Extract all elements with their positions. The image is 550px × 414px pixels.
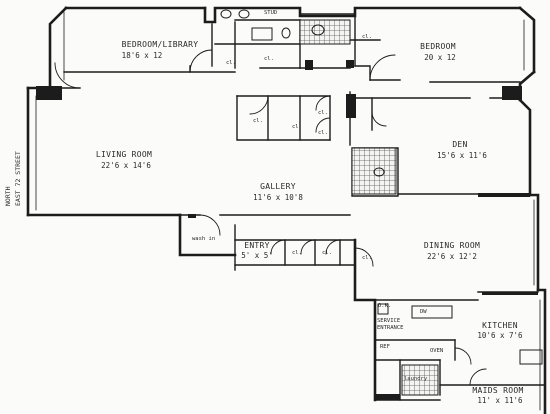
room-label-bedroom-library: BEDROOM/LIBRARY (121, 40, 199, 49)
structural-columns (36, 60, 538, 400)
label-ref: REF (380, 344, 390, 350)
closet-label-1: cl. (226, 60, 236, 66)
bath-tile (299, 19, 351, 45)
room-label-bedroom: BEDROOM (420, 42, 456, 51)
street-label-line2: EAST 72 STREET (14, 151, 22, 206)
room-label-gallery: GALLERY (260, 182, 296, 191)
room-label-entry: ENTRY (244, 241, 270, 250)
room-label-living-room: LIVING ROOM (95, 150, 153, 159)
closet-label-7: cl. (318, 130, 328, 136)
fixtures (220, 9, 543, 365)
room-label-den: DEN (452, 140, 468, 149)
closet-label-4: cl. (253, 118, 263, 124)
label-wash: wash in (192, 236, 216, 242)
room-dims-dining-room: 22'6 x 12'2 (427, 252, 477, 261)
label-service-2: ENTRANCE (377, 325, 404, 331)
closet-label-10: cl. (362, 255, 372, 261)
room-dims-entry: 5' x 5' (241, 251, 273, 260)
door-swings (54, 49, 487, 386)
room-dims-maids-room: 11' x 11'6 (477, 396, 523, 405)
label-oven: OVEN (430, 348, 444, 354)
bath-tile-maid (401, 364, 439, 396)
closet-label-6: cl. (318, 110, 328, 116)
closet-label-9: cl. (322, 250, 332, 256)
window-lines (35, 11, 541, 411)
room-dims-den: 15'6 x 11'6 (437, 151, 487, 160)
label-laundry: laundry (404, 376, 428, 382)
room-dims-kitchen: 10'6 x 7'6 (477, 331, 523, 340)
closet-label-8: cl. (292, 250, 302, 256)
label-stud: STUD (264, 10, 278, 16)
room-label-dining-room: DINING ROOM (423, 241, 481, 250)
room-dims-bedroom: 20 x 12 (424, 53, 456, 62)
label-ok: O.K. (378, 303, 392, 309)
interior-walls (49, 13, 546, 401)
room-dims-gallery: 11'6 x 10'8 (253, 193, 303, 202)
room-label-maids-room: MAIDS ROOM (472, 386, 524, 395)
street-label-line1: NORTH (4, 186, 12, 206)
street-label: NORTH EAST 72 STREET (2, 120, 30, 210)
closet-label-3: cl. (362, 34, 372, 40)
closet-label-5: cl. (292, 124, 302, 130)
room-label-kitchen: KITCHEN (482, 321, 518, 330)
room-dims-bedroom-library: 18'6 x 12 (121, 51, 163, 60)
exterior-walls (26, 6, 547, 414)
room-dims-living-room: 22'6 x 14'6 (101, 161, 151, 170)
closet-label-2: cl. (264, 56, 274, 62)
label-service-1: SERVICE (377, 318, 401, 324)
label-dw: DW (420, 309, 427, 315)
